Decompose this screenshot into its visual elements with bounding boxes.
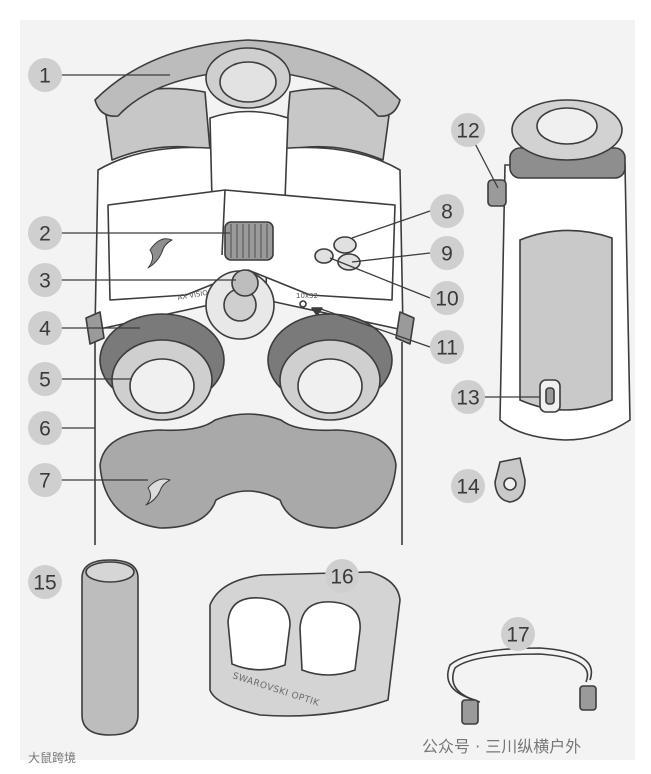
callout-number-10: 10 [435, 288, 458, 311]
binocular-side-view [487, 99, 631, 441]
watermark-left: 大鼠跨境 [28, 750, 76, 765]
callout-badge-3 [28, 263, 62, 297]
callout-number-2: 2 [39, 223, 51, 246]
callout-number-4: 4 [39, 318, 51, 341]
callout-badge-6 [28, 411, 62, 445]
callout-badge-1 [28, 58, 62, 92]
leader-lines [60, 74, 540, 481]
callout-number-12: 12 [456, 120, 479, 143]
binocular-illustration [85, 39, 415, 678]
callout-badge-13 [451, 380, 485, 414]
callout-badge-9 [430, 236, 464, 270]
callout-number-5: 5 [39, 369, 51, 392]
status-led-arrow [311, 307, 323, 316]
callout-badge-10 [430, 281, 464, 315]
callout-badge-16 [325, 559, 359, 593]
callout-number-13: 13 [456, 387, 479, 410]
spec-engraving: 10x32 [296, 292, 318, 300]
callout-badge-17 [501, 617, 535, 651]
battery-latch-slot [545, 387, 555, 405]
button-left [314, 248, 334, 264]
button-bottom [337, 253, 361, 271]
callout-number-11: 11 [436, 337, 458, 360]
center-hinge [209, 110, 289, 201]
callout-badge-8 [430, 194, 464, 228]
callout-badge-7 [28, 463, 62, 497]
side-grip-pad [519, 229, 613, 411]
status-led [299, 300, 307, 308]
callout-badge-15 [28, 565, 62, 599]
eyepiece-lens-right [297, 358, 363, 414]
watermark-right: 公众号 · 三川纵横户外 [422, 737, 581, 756]
callout-number-1: 1 [39, 65, 51, 88]
button-top [333, 236, 357, 254]
callout-number-6: 6 [39, 418, 51, 441]
eyepiece-cover [99, 413, 397, 529]
rainguard-frame [94, 39, 401, 117]
bird-logo-cover [145, 478, 171, 506]
callout-badge-2 [28, 216, 62, 250]
usb-cable [447, 647, 597, 725]
usb-plug-left [461, 699, 479, 725]
callout-number-16: 16 [330, 566, 353, 589]
bridge-divider [221, 189, 226, 256]
callout-number-17: 17 [506, 624, 529, 647]
callout-number-14: 14 [456, 476, 480, 499]
side-strap-lug [487, 179, 507, 207]
side-eyepiece-lens [536, 107, 598, 145]
focus-wheel-ribs [230, 224, 268, 258]
rainguard-cup-inner [219, 61, 277, 103]
callout-badge-14 [451, 469, 485, 503]
callout-badge-5 [28, 362, 62, 396]
strap-connector [494, 457, 526, 503]
callout-badge-12 [451, 113, 485, 147]
mode-dial-knob [231, 269, 259, 297]
strap-lug-right [395, 311, 415, 345]
callout-number-9: 9 [441, 243, 453, 266]
charging-station [209, 571, 401, 717]
callout-number-15: 15 [33, 572, 56, 595]
battery-pack [81, 559, 139, 736]
callout-number-8: 8 [441, 201, 453, 224]
callout-number-3: 3 [39, 270, 51, 293]
eyepiece-lens-left [129, 358, 195, 414]
callout-badge-4 [28, 311, 62, 345]
callout-number-7: 7 [39, 470, 51, 493]
bird-logo-binocular [147, 238, 173, 269]
callout-badge-11 [430, 330, 464, 364]
usb-plug-right [579, 685, 597, 711]
